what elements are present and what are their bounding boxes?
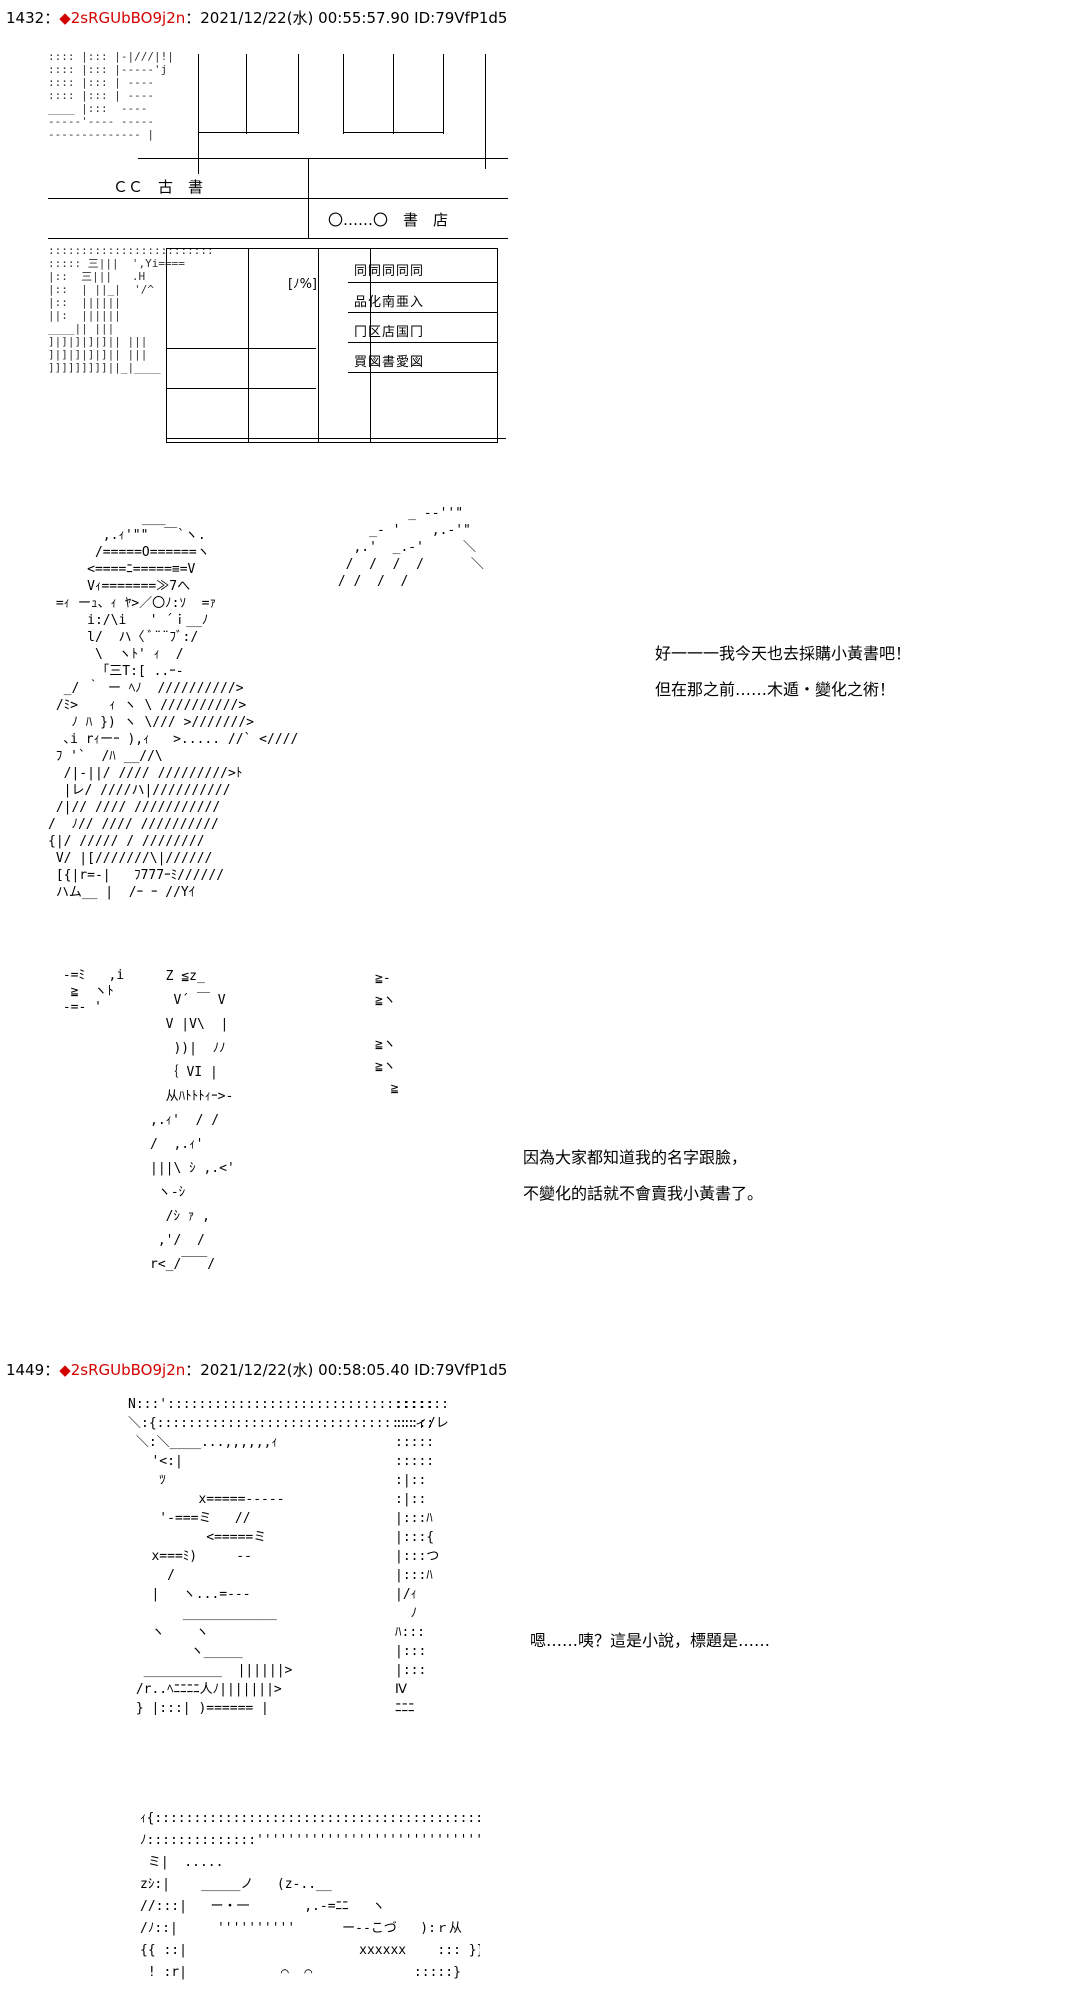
- shadow-right-art: ≧- ≧ヽ ≧ヽ ≧ヽ ≧: [375, 971, 399, 1096]
- post-meta: ：2021/12/22(水) 00:55:57.90 ID:79VfP1d5: [185, 9, 508, 27]
- post-meta: ：2021/12/22(水) 00:58:05.40 ID:79VfP1d5: [185, 1361, 508, 1379]
- storefront-art: :::: |::: |-|///|!| :::: |::: |-----'j :…: [48, 48, 508, 448]
- door-label: [ﾉ%]: [288, 277, 317, 292]
- ninja-art: ___ ,.ｨ'"" ￣`ヽ. /=====O======ヽ <====ﾆ===…: [48, 511, 299, 900]
- face-reading-art: N:::':::::::::::::::::::::::::::::::::::…: [128, 1397, 448, 1715]
- shop-sign-left: ＣＣ 古 書: [113, 178, 204, 196]
- building-lattice-lower: ::::::::::::::::::::::::: ::::: 三||| ',Y…: [48, 244, 214, 374]
- building-lattice-left: :::: |::: |-|///|!| :::: |::: |-----'j :…: [48, 50, 174, 141]
- speed-lines-art: _ --''" _- ' ,.-'" ,.' _.-' ＼ / / / / ＼ …: [337, 506, 484, 589]
- shop-sign-right: 〇……〇 書 店: [328, 211, 449, 229]
- shelf-row: 買図書愛図: [354, 355, 425, 370]
- post-separator: ：: [44, 9, 60, 27]
- poster-trip[interactable]: 2sRGUbBO9j2n: [70, 1361, 186, 1379]
- shadow-side-art: -=ﾐ ,i ≧ ヽﾄ -=- ': [62, 968, 125, 1015]
- dialog-block: 好一一一我今天也去採購小黃書吧！ 但在那之前……木遁・變化之術！: [655, 636, 911, 708]
- dialog-line: 嗯……咦？這是小說，標題是……: [530, 1631, 771, 1650]
- post-number[interactable]: 1432: [6, 9, 45, 27]
- face-closeup-art: ｨ{::::::::::::::::::::::::::::::::::::::…: [140, 1811, 480, 1980]
- trip-diamond-icon: ◆: [59, 9, 71, 27]
- dialog-block: 因為大家都知道我的名字跟臉， 不變化的話就不會賣我小黃書了。: [523, 1140, 763, 1212]
- shelf-row: 同同同同同: [354, 264, 425, 279]
- dialog-line: 不變化的話就不會賣我小黃書了。: [523, 1184, 764, 1203]
- post-separator: ：: [44, 1361, 60, 1379]
- shelf-row: 冂区店国冂: [354, 325, 425, 340]
- dialog-line: 但在那之前……木遁・變化之術！: [655, 680, 896, 699]
- post-header: 1449：◆2sRGUbBO9j2n：2021/12/22(水) 00:58:0…: [6, 1360, 507, 1380]
- dialog-line: 好一一一我今天也去採購小黃書吧！: [655, 644, 912, 663]
- trip-diamond-icon: ◆: [59, 1361, 71, 1379]
- post-number[interactable]: 1449: [6, 1361, 45, 1379]
- face-right-side-art: ::::: ::::: ::::: ::::: :|:: :|:: |:::ﾊ …: [395, 1397, 440, 1715]
- shadow-figure-art: Z ≦z_ V´ ￣ V V |V\ | ))| ﾉﾉ ｛ VI | 从ﾊﾄﾄﾄ…: [150, 969, 235, 1272]
- shelf-row: 品化南亜入: [354, 295, 425, 310]
- post-header: 1432：◆2sRGUbBO9j2n：2021/12/22(水) 00:55:5…: [6, 8, 507, 28]
- dialog-block: 嗯……咦？這是小說，標題是……: [530, 1623, 770, 1659]
- poster-trip[interactable]: 2sRGUbBO9j2n: [70, 9, 186, 27]
- dialog-line: 因為大家都知道我的名字跟臉，: [523, 1148, 748, 1167]
